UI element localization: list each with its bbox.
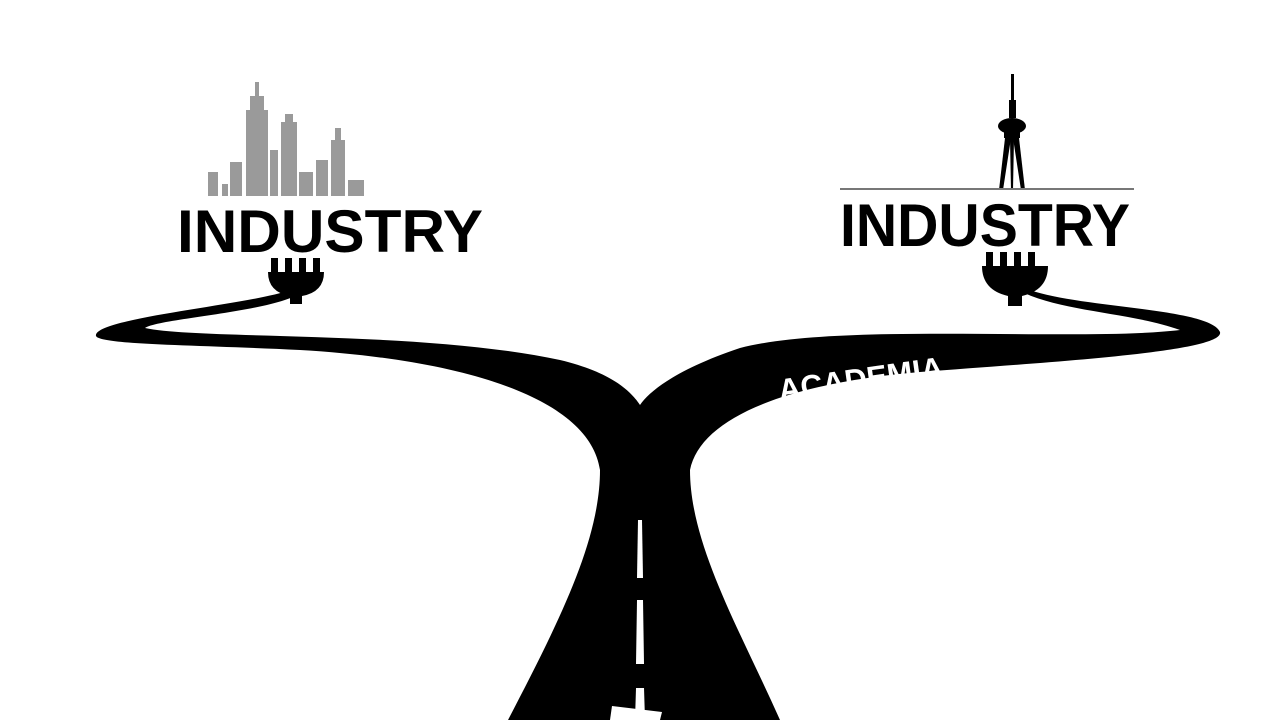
road <box>95 290 1221 720</box>
road-shape <box>95 290 1221 720</box>
fork-icon <box>268 258 324 304</box>
city-skyline-icon <box>208 82 364 196</box>
fork-icon <box>982 252 1048 306</box>
right-industry-label: INDUSTRY <box>840 192 1130 259</box>
tv-tower-icon <box>840 74 1134 190</box>
road-center-line <box>610 520 662 720</box>
left-industry-label: INDUSTRY <box>177 198 483 265</box>
